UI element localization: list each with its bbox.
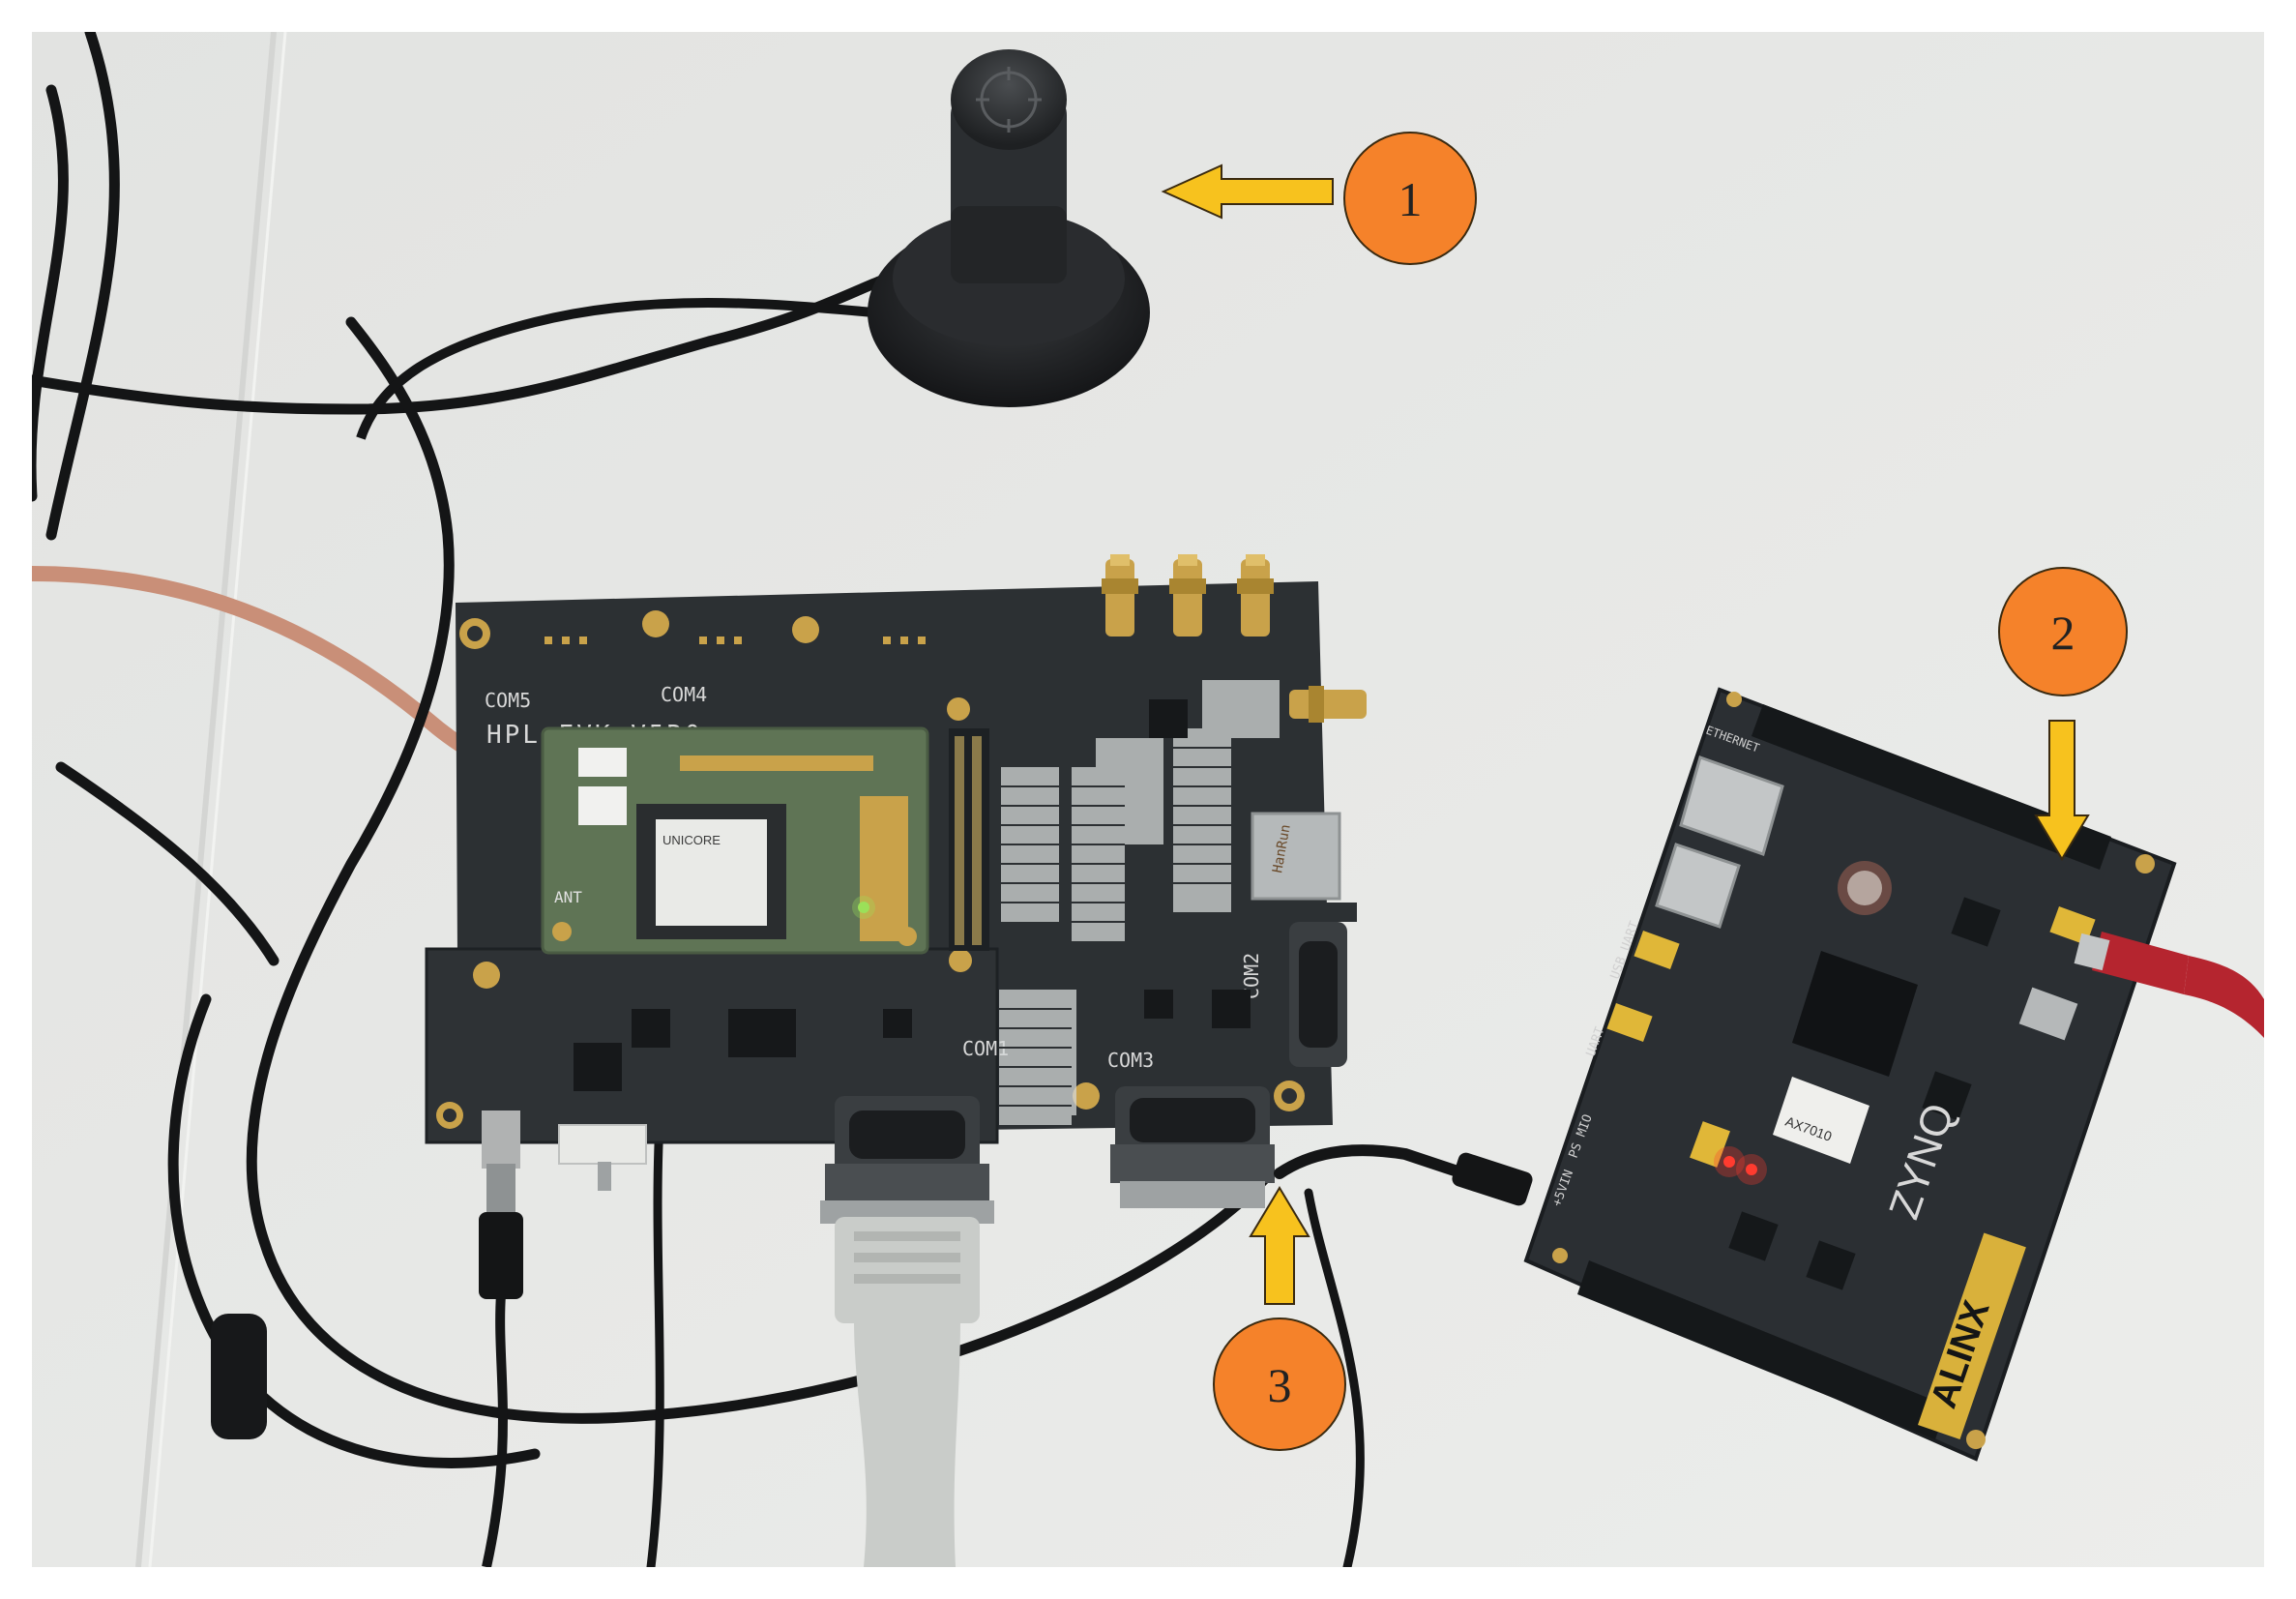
dsub-connector-icon xyxy=(1280,903,1357,1067)
gnss-antenna-icon xyxy=(868,49,1150,407)
callout-2: 2 xyxy=(1998,567,2128,861)
power-plug xyxy=(479,1164,523,1567)
callout-number: 3 xyxy=(1268,1358,1292,1412)
callout-badge xyxy=(1213,1318,1346,1451)
callout-1: 1 xyxy=(1161,132,1477,265)
dsub-connector-icon xyxy=(820,1096,994,1224)
arrow-down-icon xyxy=(2034,720,2090,861)
ant-label: ANT xyxy=(554,888,582,906)
table-seam xyxy=(135,32,277,1567)
led-icon xyxy=(852,896,875,919)
arrow-left-icon xyxy=(1161,163,1334,220)
usb-cable xyxy=(2074,932,2264,1038)
serial-cable xyxy=(835,1217,980,1567)
callout-number: 2 xyxy=(2051,606,2075,660)
sma-connector-icon xyxy=(1102,554,1138,637)
dsub-connector-icon xyxy=(1110,1086,1275,1208)
callout-3: 3 xyxy=(1213,1186,1346,1451)
callout-badge xyxy=(1343,132,1477,265)
ferrite-bead xyxy=(211,1314,267,1439)
gnss-module: UNICORE ANT xyxy=(541,726,929,955)
callout-number: 1 xyxy=(1398,172,1423,226)
port-label-com4: COM4 xyxy=(661,683,707,706)
zynq-board: AX7010 ZYNQ ALINX USB UART UART PS xyxy=(1523,687,2177,1462)
arrow-up-icon xyxy=(1249,1186,1310,1305)
callout-badge xyxy=(1998,567,2128,696)
hardware-photo: HPL-EVK-V5R0 COM5 COM4 COM2 COM1 COM3 xyxy=(32,32,2264,1567)
sma-connector-icon xyxy=(1169,554,1206,637)
port-label-com3: COM3 xyxy=(1107,1049,1154,1072)
photo-scene: HPL-EVK-V5R0 COM5 COM4 COM2 COM1 COM3 xyxy=(32,32,2264,1567)
power-cable-zynq xyxy=(1274,1144,1498,1189)
ethernet-jack xyxy=(1251,812,1341,901)
sma-connector-icon xyxy=(1237,554,1274,637)
module-brand: UNICORE xyxy=(662,833,721,847)
antenna-cable xyxy=(356,298,874,440)
sma-connector-icon xyxy=(1289,686,1367,723)
port-label-com5: COM5 xyxy=(485,689,531,712)
led-icon xyxy=(1714,1146,1767,1185)
